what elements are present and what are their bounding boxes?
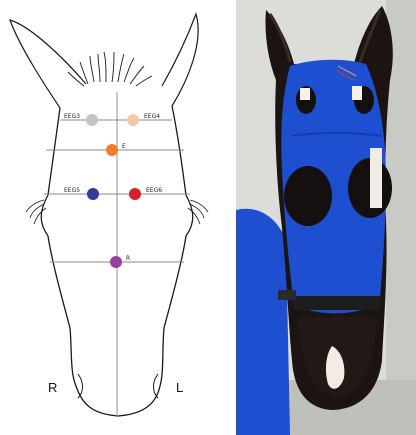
- horse-photo: [236, 0, 416, 435]
- svg-text:EEG5: EEG5: [64, 187, 80, 194]
- svg-text:EEG3: EEG3: [64, 113, 80, 120]
- svg-text:EEG4: EEG4: [144, 113, 160, 120]
- electrode-EEG3: EEG3: [64, 113, 98, 126]
- horse-head-outline: EEG3 EEG4 E EEG5 EEG6 R R L: [0, 0, 236, 435]
- electrode-R: R: [110, 255, 130, 268]
- svg-text:R: R: [126, 255, 130, 262]
- electrode-E: E: [106, 143, 126, 156]
- electrode-EEG4: EEG4: [127, 113, 160, 126]
- eye-right: [188, 200, 208, 224]
- electrode-EEG6: EEG6: [129, 187, 162, 200]
- svg-text:E: E: [122, 143, 126, 150]
- eye-left: [26, 200, 46, 224]
- horse-hood-photo: [236, 0, 416, 435]
- side-label-right: R: [48, 380, 57, 395]
- svg-text:EEG6: EEG6: [146, 187, 162, 194]
- electrode-placement-diagram: EEG3 EEG4 E EEG5 EEG6 R R L: [0, 0, 236, 435]
- second-hood: [236, 209, 290, 435]
- forelock: [68, 52, 152, 86]
- electrode-EEG5: EEG5: [64, 187, 99, 200]
- side-label-left: L: [176, 380, 183, 395]
